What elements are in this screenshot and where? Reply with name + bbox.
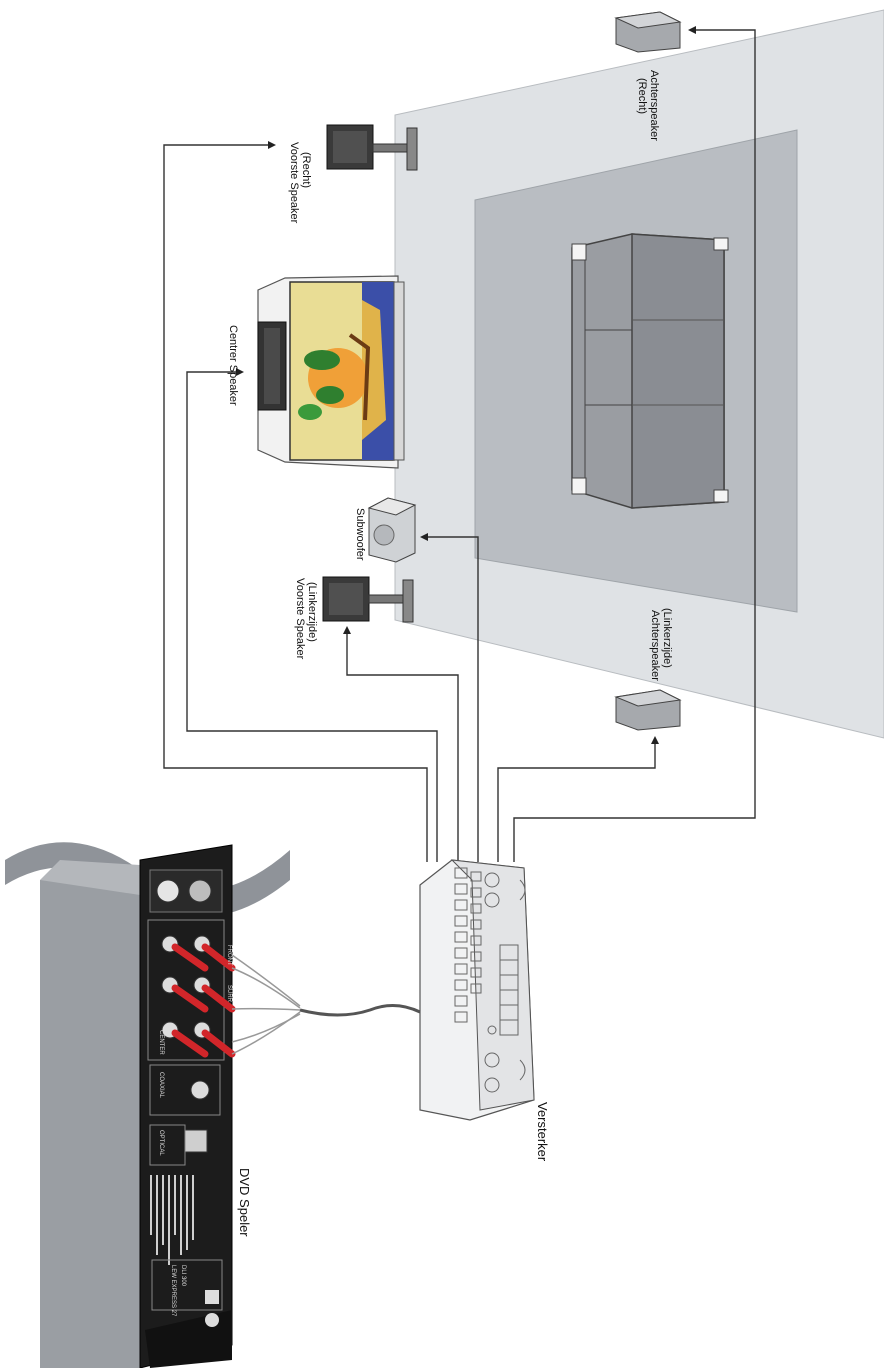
label-rear-right-line2: (Recht) — [636, 78, 648, 114]
dvd-model-line-2: LEW EXPRESS 27 — [170, 1265, 176, 1317]
dvd-jack-label-surr: SURR — [226, 985, 232, 1003]
label-rear-left: Achterspeaker (Linkerzijde) — [649, 608, 673, 681]
label-front-left: Voorste Speaker (Linkerzijde) — [294, 578, 318, 660]
label-front-right-line2: (Recht) — [300, 152, 312, 188]
subwoofer — [367, 497, 417, 563]
label-front-right: Voorste Speaker (Recht) — [288, 142, 312, 224]
label-rear-right: Achterspeaker (Recht) — [636, 70, 660, 141]
dvd-model-line-1: DLI 300 — [180, 1265, 186, 1287]
dvd-jack-label-coaxial: COAXIAL — [158, 1072, 164, 1099]
label-amplifier-text: Versterker — [535, 1102, 550, 1162]
rear-left-speaker — [614, 689, 682, 731]
television — [257, 275, 405, 469]
dvd-jack-label-front: FRONT — [226, 945, 232, 966]
label-rear-left-line1: Achterspeaker — [649, 610, 661, 681]
sofa — [571, 233, 729, 509]
front-right-speaker — [326, 124, 418, 171]
label-front-left-line2: (Linkerzijde) — [306, 582, 318, 642]
dvd-cables — [231, 954, 421, 1055]
rear-right-speaker — [614, 11, 682, 53]
label-center: Centrer Speaker — [227, 325, 239, 406]
label-front-right-line1: Voorste Speaker — [288, 142, 300, 224]
label-rear-left-line2: (Linkerzijde) — [661, 608, 673, 668]
label-dvd: DVD Speler — [237, 1168, 252, 1237]
speaker-wires — [163, 26, 756, 862]
label-subwoofer: Subwoofer — [354, 508, 366, 561]
dvd-jack-label-center: CENTER — [158, 1030, 164, 1055]
label-dvd-text: DVD Speler — [237, 1168, 252, 1237]
dvd-player — [5, 842, 290, 1368]
front-left-speaker — [322, 576, 414, 623]
dvd-jack-label-optical: OPTICAL — [158, 1130, 164, 1156]
label-front-left-line1: Voorste Speaker — [294, 578, 306, 660]
rca-plugs — [161, 935, 236, 1058]
label-center-line1: Centrer Speaker — [227, 325, 239, 406]
amplifier — [419, 859, 535, 1121]
center-speaker — [257, 321, 287, 411]
label-subwoofer-line1: Subwoofer — [354, 508, 366, 561]
label-rear-right-line1: Achterspeaker — [648, 70, 660, 141]
label-amplifier: Versterker — [535, 1102, 550, 1162]
